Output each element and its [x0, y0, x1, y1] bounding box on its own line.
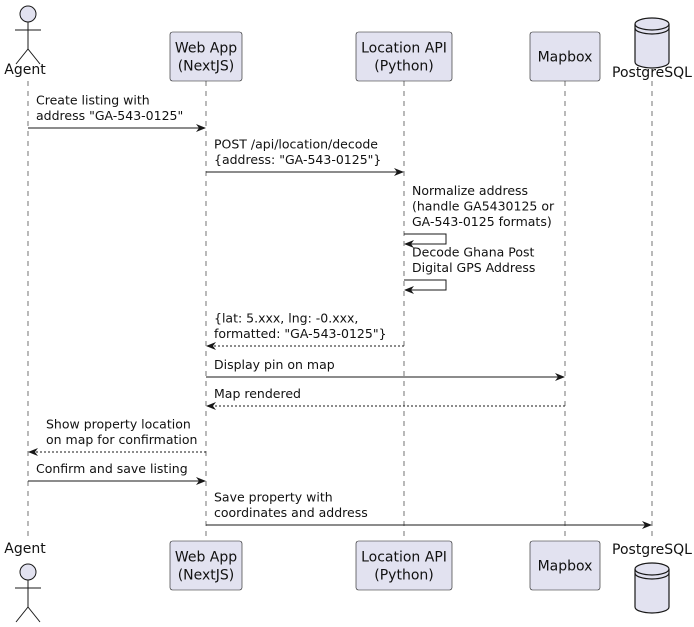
participant-box-webapp: Web App (NextJS): [169, 31, 243, 82]
participant-box-shape: [169, 540, 243, 591]
message-7: Map rendered: [206, 386, 565, 410]
participant-box-shape: [355, 540, 453, 591]
participant-box-locationapi: Location API (Python): [355, 540, 453, 591]
self-message-arrow: [404, 279, 447, 294]
database-rim-inner: [634, 27, 670, 35]
actor-head: [19, 5, 37, 23]
message-label: GA-543-0125 formats): [412, 214, 552, 229]
participant-label-webapp: Web App: [175, 550, 237, 566]
message-6: Display pin on map: [206, 357, 565, 381]
database-postgres-top: PostgreSQL: [612, 17, 692, 81]
actor-agent-top: Agent: [4, 5, 46, 78]
participant-box-shape: [529, 540, 601, 591]
participant-box-shape: [169, 31, 243, 82]
participant-box-locationapi: Location API (Python): [355, 31, 453, 82]
participant-box-webapp: Web App (NextJS): [169, 540, 243, 591]
participant-label-locationapi: (Python): [374, 59, 433, 75]
message-label: address "GA-543-0125": [36, 108, 183, 123]
participant-label-locationapi: Location API: [361, 550, 447, 566]
message-label: Decode Ghana Post: [412, 245, 535, 260]
actor-leg-right: [27, 606, 41, 623]
actor-leg-right: [27, 48, 41, 65]
participant-label-webapp: (NextJS): [178, 59, 235, 75]
participant-label-webapp: (NextJS): [178, 568, 235, 584]
participant-label-postgres: PostgreSQL: [612, 65, 692, 81]
message-label: (handle GA5430125 or: [412, 199, 555, 214]
message-3: Normalize address(handle GA5430125 orGA-…: [404, 183, 555, 248]
participant-box-mapbox: Mapbox: [529, 540, 601, 591]
participant-box-shape: [529, 31, 601, 82]
message-label: Normalize address: [412, 183, 528, 198]
message-label: Map rendered: [214, 386, 301, 401]
message-label: Display pin on map: [214, 357, 335, 372]
message-label: Confirm and save listing: [36, 461, 188, 476]
message-label: formatted: "GA-543-0125"}: [214, 326, 387, 341]
participant-label-mapbox: Mapbox: [538, 559, 593, 575]
actor-head: [19, 563, 37, 581]
database-postgres-bottom: PostgreSQL: [612, 542, 692, 614]
message-label: Show property location: [46, 417, 191, 432]
participant-label-webapp: Web App: [175, 41, 237, 57]
actor-leg-left: [15, 606, 29, 623]
message-label: coordinates and address: [214, 505, 368, 520]
self-message-arrow: [404, 233, 447, 248]
participant-label-locationapi: (Python): [374, 568, 433, 584]
participant-label-agent: Agent: [4, 62, 46, 78]
message-label: on map for confirmation: [46, 432, 197, 447]
message-label: POST /api/location/decode: [214, 137, 378, 152]
actor-agent-bottom: Agent: [4, 541, 46, 623]
message-label: {address: "GA-543-0125"}: [214, 152, 381, 167]
message-2: POST /api/location/decode{address: "GA-5…: [206, 137, 404, 176]
database-rim: [634, 568, 670, 576]
database-rim: [634, 23, 670, 31]
participant-label-mapbox: Mapbox: [538, 50, 593, 66]
database-rim-inner: [634, 572, 670, 580]
participant-box-mapbox: Mapbox: [529, 31, 601, 82]
participant-box-shape: [355, 31, 453, 82]
participant-label-postgres: PostgreSQL: [612, 542, 692, 558]
actor-leg-left: [15, 48, 29, 65]
database-cylinder: [634, 562, 670, 614]
database-cylinder: [634, 17, 670, 69]
message-label: Create listing with: [36, 93, 150, 108]
message-label: Digital GPS Address: [412, 260, 535, 275]
participant-label-agent: Agent: [4, 541, 46, 557]
participant-label-locationapi: Location API: [361, 41, 447, 57]
message-label: Save property with: [214, 490, 333, 505]
message-label: {lat: 5.xxx, lng: -0.xxx,: [214, 311, 358, 326]
message-9: Confirm and save listing: [28, 461, 206, 485]
message-5: {lat: 5.xxx, lng: -0.xxx,formatted: "GA-…: [206, 311, 404, 350]
